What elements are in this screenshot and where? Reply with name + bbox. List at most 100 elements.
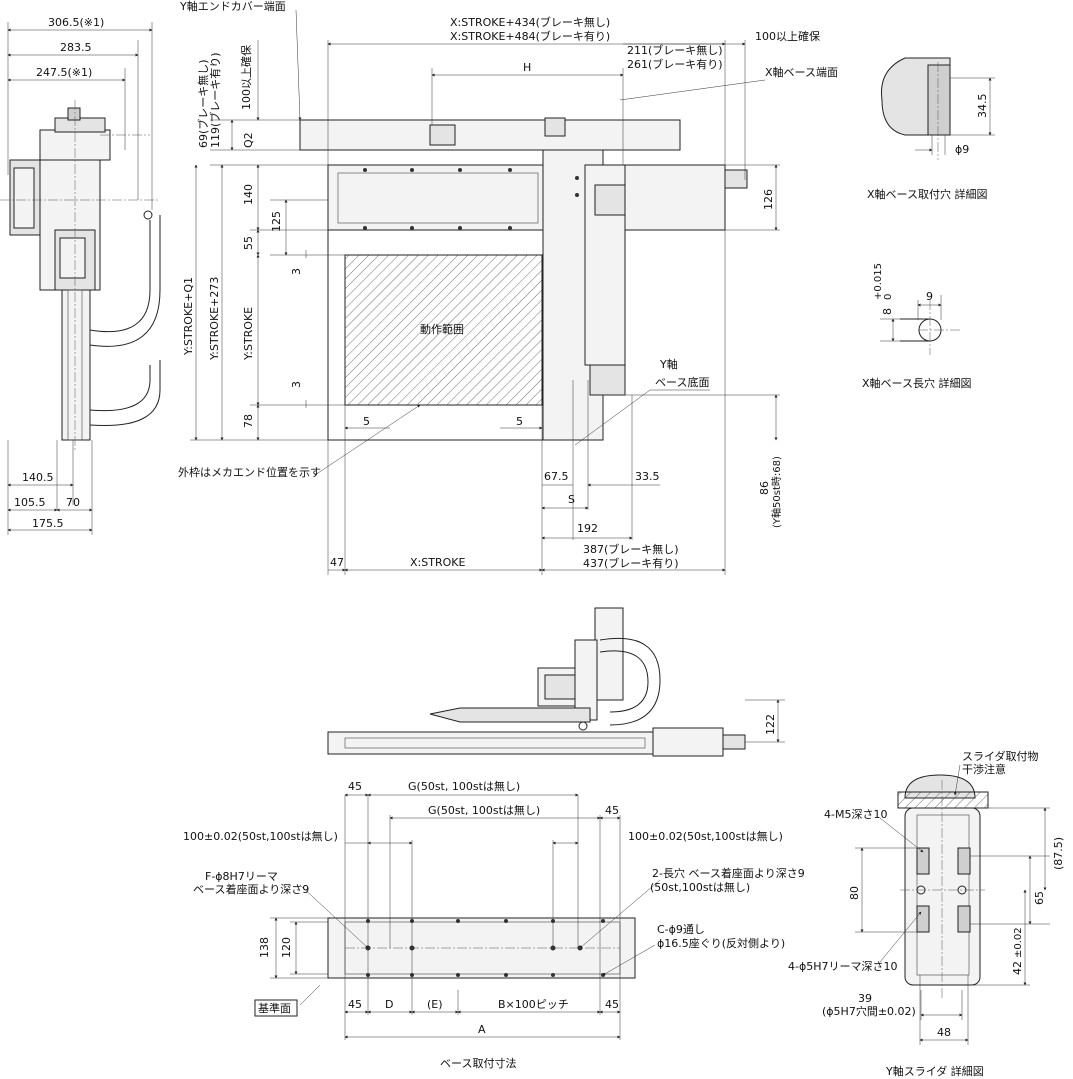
- base-mount-view: [270, 793, 661, 1040]
- label-outer-frame: 外枠はメカエンド位置を示す: [178, 465, 321, 479]
- y-motor: [624, 164, 726, 231]
- label-b-pitch: B×100ピッチ: [498, 998, 569, 1011]
- label-306: 306.5(※1): [48, 16, 104, 29]
- label-a: A: [478, 1023, 486, 1036]
- label-c-through: C-ϕ9通し: [657, 923, 705, 936]
- label-q2: Q2: [242, 132, 255, 148]
- label-211: 211(ブレーキ無し): [627, 43, 723, 57]
- front-base: [327, 731, 654, 755]
- label-y-stroke-q1: Y:STROKE+Q1: [182, 277, 195, 356]
- label-y-stroke-273: Y:STROKE+273: [208, 277, 221, 361]
- x-base-slot-detail: [880, 295, 960, 355]
- main-top-view: [190, 9, 780, 575]
- label-247: 247.5(※1): [36, 66, 92, 79]
- label-d: D: [385, 998, 393, 1011]
- label-x-stroke-434: X:STROKE+434(ブレーキ無し): [450, 15, 610, 29]
- label-119: 119(ブレーキ有り): [208, 52, 222, 148]
- label-x-base-slot: X軸ベース長穴 詳細図: [862, 376, 971, 390]
- label-y-end-cover: Y軸エンドカバー端面: [179, 0, 286, 13]
- label-33-5: 33.5: [635, 470, 660, 483]
- label-ensure-100: 100以上確保: [755, 29, 820, 43]
- label-phi9: ϕ9: [955, 143, 969, 156]
- label-x-stroke: X:STROKE: [410, 556, 465, 569]
- label-175-5: 175.5: [32, 517, 64, 530]
- label-122: 122: [764, 714, 777, 735]
- label-g-mid: G(50st, 100stは無し): [428, 803, 540, 817]
- label-42-tol: ±0.02: [1013, 927, 1024, 958]
- label-h: H: [523, 61, 531, 74]
- label-34-5: 34.5: [976, 94, 989, 119]
- label-125: 125: [270, 211, 283, 232]
- operating-range: [344, 254, 543, 406]
- label-f-reamer: F-ϕ8H7リーマ: [205, 870, 278, 883]
- label-67-5: 67.5: [544, 470, 569, 483]
- label-55: 55: [242, 236, 255, 250]
- x-base-hole-detail: [880, 57, 995, 160]
- label-65: 65: [1033, 891, 1046, 905]
- label-5b: 5: [516, 415, 523, 428]
- front-y-column: [594, 607, 624, 701]
- label-138: 138: [258, 937, 271, 958]
- front-cable: [599, 637, 661, 726]
- x-base-frame: [327, 164, 544, 231]
- label-y-stroke: Y:STROKE: [242, 307, 255, 361]
- label-87-5: (87.5): [1052, 837, 1065, 870]
- label-interference: 干渉注意: [962, 762, 1006, 776]
- label-e: (E): [427, 998, 443, 1011]
- label-70: 70: [66, 496, 80, 509]
- label-5a: 5: [363, 415, 370, 428]
- label-op-range: 動作範囲: [420, 322, 464, 336]
- label-8: 8: [881, 308, 894, 315]
- label-140-5: 140.5: [22, 471, 54, 484]
- front-view: [327, 607, 785, 757]
- label-c-counter: ϕ16.5座ぐり(反対側より): [657, 936, 785, 950]
- label-3b: 3: [290, 381, 303, 388]
- label-192: 192: [577, 522, 598, 535]
- label-x-base-hole: X軸ベース取付穴 詳細図: [867, 187, 987, 201]
- label-x-base-end: X軸ベース端面: [765, 65, 838, 79]
- label-69: 69(ブレーキ無し): [196, 59, 210, 148]
- label-120: 120: [280, 937, 293, 958]
- label-45b: 45: [605, 804, 619, 817]
- label-tol-0: 0: [883, 294, 894, 300]
- label-283: 283.5: [60, 41, 92, 54]
- label-slot-2: 2-長穴 ベース着座面より深さ9: [652, 866, 805, 880]
- label-h7: 4-ϕ5H7リーマ深さ10: [788, 960, 898, 973]
- label-3a: 3: [290, 268, 303, 275]
- label-48: 48: [937, 1026, 951, 1039]
- y-end-cover-bar: [299, 119, 681, 151]
- label-tol-015: +0.015: [873, 263, 884, 300]
- label-47: 47: [330, 556, 344, 569]
- label-m5: 4-M5深さ10: [824, 808, 887, 821]
- label-39-note: (ϕ5H7穴間±0.02): [822, 1004, 916, 1018]
- label-86: 86: [758, 481, 771, 495]
- label-g-top: G(50st, 100stは無し): [408, 779, 520, 793]
- label-slider-attach: スライダ取付物: [962, 749, 1039, 763]
- left-side-view: [0, 22, 161, 535]
- label-126: 126: [762, 189, 775, 210]
- label-140: 140: [242, 184, 255, 205]
- label-45d: 45: [605, 998, 619, 1011]
- label-261: 261(ブレーキ有り): [627, 57, 723, 71]
- ref-face-box: [254, 999, 298, 1017]
- label-437: 437(ブレーキ有り): [583, 556, 679, 570]
- label-s: S: [568, 493, 575, 506]
- label-slot-2-note: (50st,100stは無し): [650, 880, 750, 894]
- label-base-mount: ベース取付寸法: [440, 1056, 516, 1070]
- label-387: 387(ブレーキ無し): [583, 542, 679, 556]
- label-ref-face: 基準面: [258, 1001, 291, 1015]
- label-tol100-r: 100±0.02(50st,100stは無し): [628, 829, 783, 843]
- label-45c: 45: [348, 998, 362, 1011]
- side-cable-lower: [89, 360, 161, 427]
- side-cable-upper: [89, 220, 151, 333]
- label-86-note: (Y軸50st時:68): [770, 456, 783, 528]
- label-80: 80: [848, 886, 861, 900]
- side-column: [61, 289, 91, 441]
- label-y-axis: Y軸: [659, 357, 678, 371]
- label-105-5: 105.5: [14, 496, 46, 509]
- label-42: 42: [1011, 961, 1024, 975]
- label-39: 39: [858, 992, 872, 1005]
- label-78: 78: [242, 414, 255, 428]
- label-tol100-l: 100±0.02(50st,100stは無し): [183, 829, 338, 843]
